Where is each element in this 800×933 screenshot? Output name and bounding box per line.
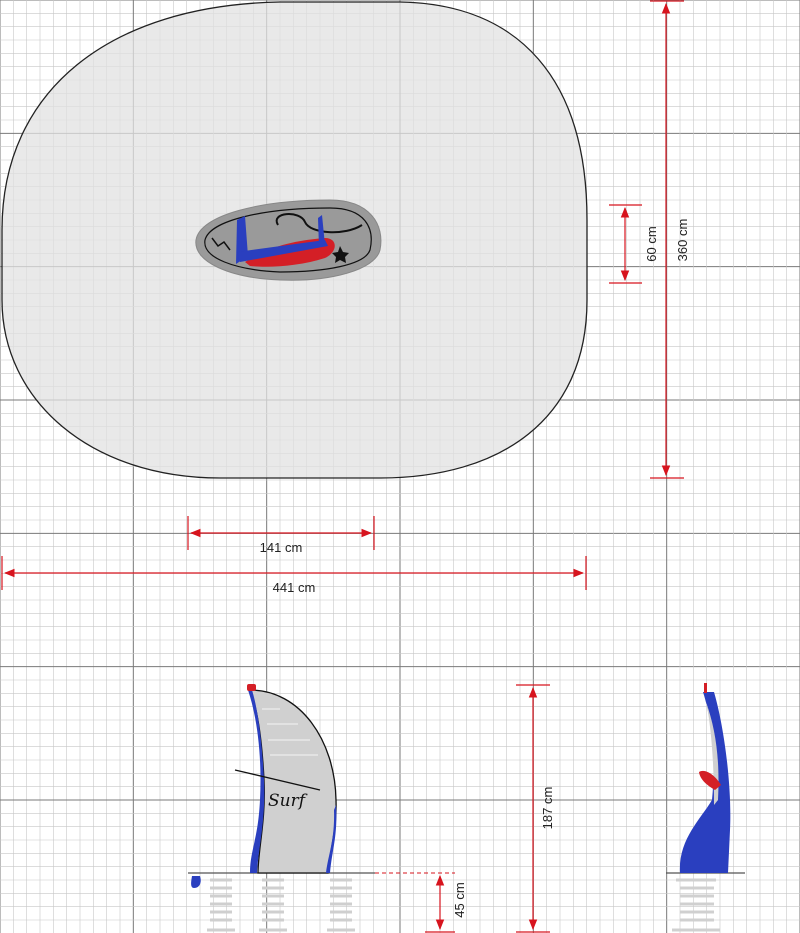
side-body xyxy=(679,692,731,873)
dim-441-label: 441 cm xyxy=(273,580,316,595)
side-view xyxy=(666,683,745,932)
dim-141-label: 141 cm xyxy=(260,540,303,555)
top-view-item xyxy=(195,199,382,281)
surf-logo: Surf xyxy=(268,791,308,811)
front-view: Surf xyxy=(188,684,455,932)
dimensions xyxy=(1,0,684,933)
dim-187-label: 187 cm xyxy=(540,787,555,830)
dim-60-label: 60 cm xyxy=(644,226,659,261)
dim-45-label: 45 cm xyxy=(452,882,467,917)
dim-360-label: 360 cm xyxy=(675,219,690,262)
top-view xyxy=(1,1,588,479)
springs xyxy=(207,878,355,932)
